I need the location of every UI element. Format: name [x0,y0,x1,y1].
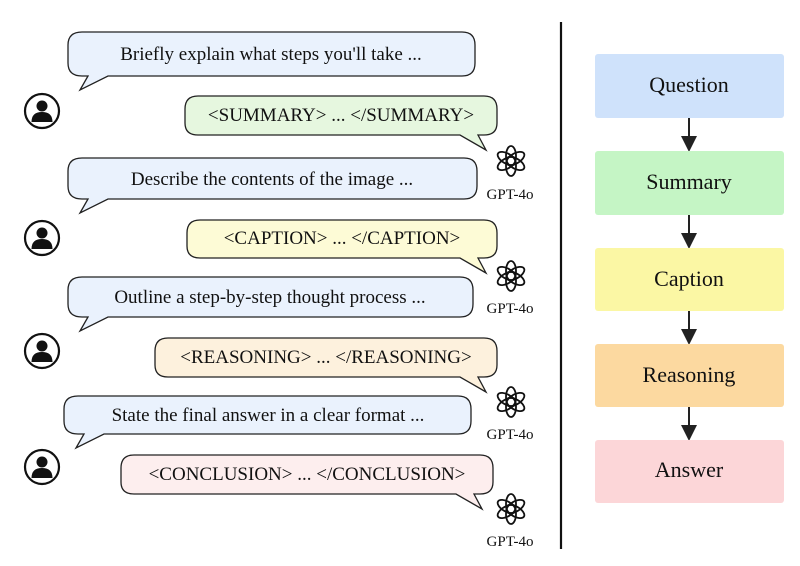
turn-3: Outline a step-by-step thought process .… [23,276,534,443]
stage-reasoning-label: Reasoning [643,362,736,387]
gpt-logo-icon [494,493,528,525]
caption-response-text: <CAPTION> ... </CAPTION> [224,228,461,249]
conclusion-response-text: <CONCLUSION> ... </CONCLUSION> [149,464,466,485]
user-bubble [67,31,476,92]
stage-reasoning-box [595,344,784,407]
summary-response-text: <SUMMARY> ... </SUMMARY> [208,105,474,126]
stage-caption-box [595,248,784,311]
stage-answer-box [595,440,784,503]
turn-2: Describe the contents of the image ... <… [23,157,534,317]
stage-summary-label: Summary [646,169,732,194]
model-label: GPT-4o [487,534,534,550]
model-label: GPT-4o [487,301,534,317]
reasoning-response-bubble [154,337,498,394]
user-bubble [67,157,478,215]
pipeline: Question Summary Caption Reasoning Answe… [595,54,784,503]
model-label: GPT-4o [487,427,534,443]
user-prompt: Describe the contents of the image ... [131,169,413,190]
gpt-logo-icon [494,386,528,418]
user-prompt: Outline a step-by-step thought process .… [114,287,425,308]
reasoning-response-text: <REASONING> ... </REASONING> [180,347,471,368]
user-avatar-icon [23,92,61,130]
stage-summary-box [595,151,784,215]
stage-question-box [595,54,784,118]
user-bubble [63,395,472,450]
caption-response-bubble [186,219,498,275]
turn-1: Briefly explain what steps you'll take .… [23,31,534,203]
user-avatar-icon [23,219,61,257]
stage-question-label: Question [649,72,728,97]
gpt-logo-icon [494,260,528,292]
stage-answer-label: Answer [655,457,724,482]
user-prompt: State the final answer in a clear format… [112,405,425,426]
gpt-logo-icon [494,145,528,177]
summary-response-bubble [184,95,498,152]
user-avatar-icon [23,332,61,370]
user-avatar-icon [23,448,61,486]
conclusion-response-bubble [120,454,494,511]
model-label: GPT-4o [487,187,534,203]
user-prompt: Briefly explain what steps you'll take .… [120,44,422,65]
turn-4: State the final answer in a clear format… [23,395,534,550]
stage-caption-label: Caption [654,266,724,291]
user-bubble [67,276,474,333]
